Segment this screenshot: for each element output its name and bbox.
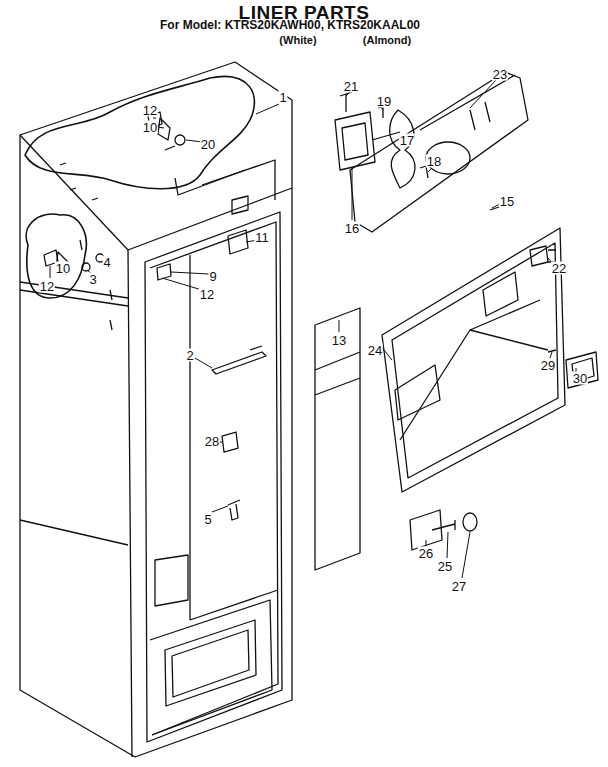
part-13-strip	[315, 308, 360, 570]
callout-number: 17	[399, 134, 415, 147]
callout-number: 24	[367, 344, 383, 357]
callout-number: 4	[102, 256, 111, 269]
model-line: For Model: KTRS20KAWH00, KTRS20KAAL00	[160, 19, 420, 31]
fan-assembly	[335, 92, 432, 188]
callout-number: 12	[39, 280, 55, 293]
callout-number: 11	[254, 231, 270, 244]
callout-number: 16	[344, 222, 360, 235]
small-parts	[44, 112, 266, 520]
callout-number: 19	[376, 95, 392, 108]
callout-number: 13	[331, 334, 347, 347]
callout-number: 20	[200, 138, 216, 151]
callout-number: 29	[540, 359, 556, 372]
callout-number: 2	[185, 349, 194, 362]
light-parts	[530, 246, 598, 388]
callout-number: 18	[426, 155, 442, 168]
color-note: (White)	[279, 35, 316, 46]
callout-number: 12	[199, 288, 215, 301]
callout-number: 9	[208, 270, 217, 283]
callout-number: 1	[278, 91, 287, 104]
callout-number: 10	[55, 262, 71, 275]
callout-number: 10	[142, 121, 158, 134]
callout-number: 23	[492, 68, 508, 81]
callout-number: 28	[204, 435, 220, 448]
liner-body	[20, 62, 292, 757]
callout-number: 12	[142, 104, 158, 117]
callout-number: 27	[451, 580, 467, 593]
callout-number: 21	[343, 80, 359, 93]
callout-number: 3	[88, 273, 97, 286]
callout-number: 5	[203, 513, 212, 526]
leader-lines	[50, 80, 576, 578]
cutaway-blobs	[25, 76, 254, 298]
switch-parts	[410, 510, 477, 550]
callout-number: 30	[572, 372, 588, 385]
evaporator-cover	[382, 228, 565, 492]
fan-bracket	[350, 72, 528, 232]
callout-number: 26	[418, 547, 434, 560]
callout-number: 15	[499, 195, 515, 208]
color-note: (Almond)	[363, 35, 411, 46]
callout-number: 22	[551, 262, 567, 275]
callout-number: 25	[437, 560, 453, 573]
